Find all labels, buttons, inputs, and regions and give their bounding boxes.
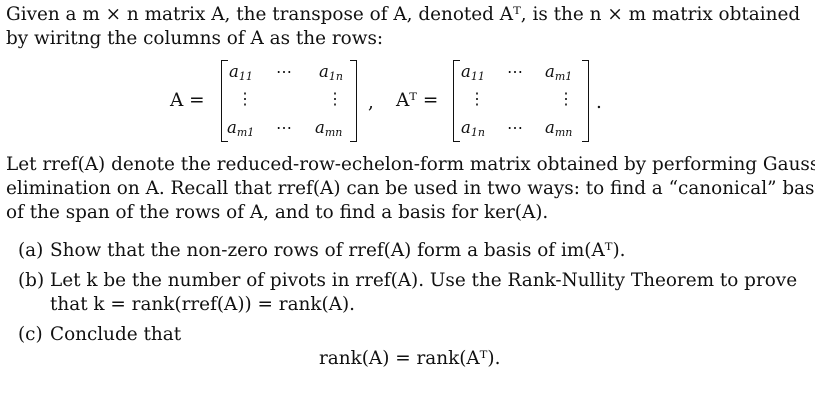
- matrix-end-period: .: [596, 92, 602, 113]
- matrix-a-label: A =: [170, 90, 205, 111]
- matrix-a-entry-bottom-right: amn: [315, 118, 343, 139]
- matrix-a-vdots-left: ⋮: [237, 89, 253, 108]
- intro-line-2: by wiritng the columns of A as the rows:: [6, 28, 384, 49]
- matrix-a-left-bracket: [221, 60, 228, 142]
- matrix-at-left-bracket: [453, 60, 460, 142]
- list-marker-b: (b): [18, 270, 45, 291]
- matrix-a-entry-top-left: a11: [229, 62, 253, 83]
- matrix-separator-comma: ,: [368, 92, 374, 113]
- matrix-a-entry-bottom-left: am1: [227, 118, 255, 139]
- matrix-at-vdots-right: ⋮: [558, 89, 574, 108]
- list-item-b-text-line-1: Let k be the number of pivots in rref(A)…: [50, 270, 798, 291]
- matrix-a-vdots-right: ⋮: [327, 89, 343, 108]
- matrix-a-hdots-top: ⋯: [276, 62, 293, 81]
- intro-line-1: Given a m × n matrix A, the transpose of…: [6, 4, 801, 25]
- matrix-at-entry-top-left: a11: [461, 62, 485, 83]
- paragraph-line-1: Let rref(A) denote the reduced-row-echel…: [6, 154, 815, 175]
- paragraph-line-3: of the span of the rows of A, and to fin…: [6, 202, 549, 223]
- matrix-a-entry-top-right: a1n: [319, 62, 343, 83]
- list-item-a-text: Show that the non-zero rows of rref(A) f…: [50, 240, 626, 261]
- matrix-at-entry-top-right: am1: [545, 62, 573, 83]
- final-equation: rank(A) = rank(Aᵀ).: [319, 348, 501, 369]
- matrix-at-right-bracket: [582, 60, 589, 142]
- matrix-at-entry-bottom-right: amn: [545, 118, 573, 139]
- matrix-at-vdots-left: ⋮: [469, 89, 485, 108]
- list-marker-c: (c): [18, 324, 43, 345]
- matrix-a-hdots-bottom: ⋯: [276, 118, 293, 137]
- list-item-c-text: Conclude that: [50, 324, 182, 345]
- matrix-at-entry-bottom-left: a1n: [461, 118, 485, 139]
- matrix-at-hdots-bottom: ⋯: [507, 118, 524, 137]
- matrix-at-hdots-top: ⋯: [507, 62, 524, 81]
- list-item-b-text-line-2: that k = rank(rref(A)) = rank(A).: [50, 294, 355, 315]
- list-marker-a: (a): [18, 240, 44, 261]
- matrix-a-right-bracket: [350, 60, 357, 142]
- matrix-definition-display: A = a11 ⋯ a1n ⋮ ⋮ am1 ⋯ amn , Aᵀ = a11 ⋯…: [0, 0, 815, 150]
- paragraph-line-2: elimination on A. Recall that rref(A) ca…: [6, 178, 815, 199]
- matrix-at-label: Aᵀ =: [396, 90, 439, 111]
